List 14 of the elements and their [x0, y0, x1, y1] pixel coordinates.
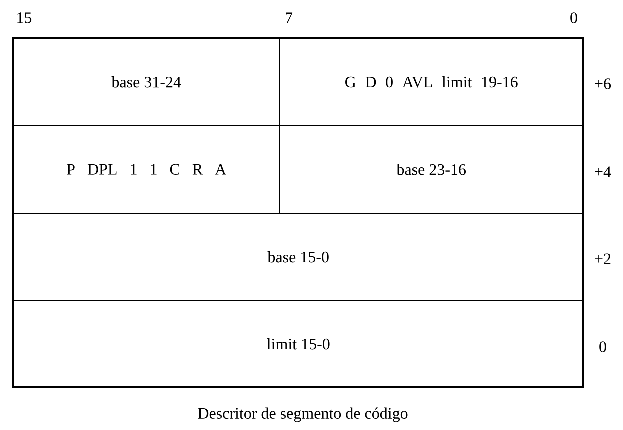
caption: Descritor de segmento de código [198, 408, 408, 422]
byte-offset: +4 [595, 166, 612, 178]
table-cell: G D 0 AVL limit 19-16 [279, 38, 584, 126]
node-label: base 31-24 [112, 76, 182, 88]
table-cell: base 15-0 [13, 213, 584, 302]
bit-number: 0 [570, 12, 578, 24]
bit-number: 7 [286, 12, 293, 24]
byte-offset: 0 [600, 342, 606, 352]
bit-number: 15 [18, 12, 32, 24]
byte-offset: +6 [595, 78, 612, 90]
byte-offset: +2 [595, 254, 611, 264]
table-cell: P DPL 1 1 C R A [13, 125, 280, 214]
table-cell: limit 15-0 [13, 300, 584, 388]
table-cell: base 23-16 [279, 125, 584, 214]
